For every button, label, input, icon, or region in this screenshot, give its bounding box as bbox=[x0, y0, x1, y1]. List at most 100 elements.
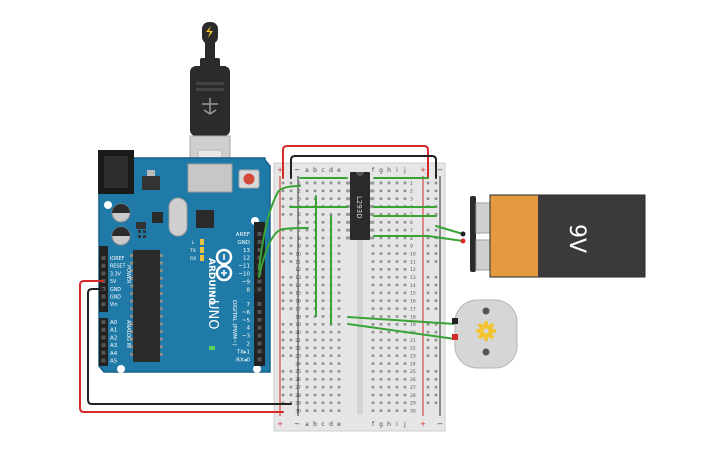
breadboard-hole[interactable] bbox=[337, 213, 341, 216]
breadboard-hole[interactable] bbox=[403, 260, 407, 263]
rail-hole[interactable] bbox=[281, 330, 285, 334]
breadboard-hole[interactable] bbox=[321, 252, 325, 255]
rail-hole[interactable] bbox=[434, 275, 438, 279]
breadboard-hole[interactable] bbox=[321, 228, 325, 232]
breadboard-hole[interactable] bbox=[395, 385, 399, 389]
breadboard-hole[interactable] bbox=[321, 385, 325, 389]
power-pin[interactable] bbox=[101, 256, 106, 260]
rail-hole[interactable] bbox=[281, 244, 285, 248]
breadboard-hole[interactable] bbox=[379, 377, 383, 381]
breadboard-hole[interactable] bbox=[313, 354, 317, 357]
rail-hole[interactable] bbox=[289, 260, 293, 263]
breadboard-hole[interactable] bbox=[395, 362, 399, 365]
breadboard-hole[interactable] bbox=[395, 213, 399, 216]
breadboard-hole[interactable] bbox=[395, 283, 399, 287]
breadboard-hole[interactable] bbox=[313, 189, 317, 193]
wire-green-motor-1[interactable] bbox=[347, 316, 456, 325]
breadboard-hole[interactable] bbox=[403, 385, 407, 389]
breadboard-hole[interactable] bbox=[321, 189, 325, 193]
digital-pin[interactable] bbox=[257, 279, 262, 284]
breadboard-hole[interactable] bbox=[305, 181, 309, 185]
breadboard-hole[interactable] bbox=[329, 362, 333, 365]
battery-9v[interactable]: 9V bbox=[460, 194, 646, 278]
rail-hole[interactable] bbox=[434, 346, 438, 350]
breadboard-hole[interactable] bbox=[371, 283, 375, 287]
breadboard-hole[interactable] bbox=[379, 260, 383, 263]
rail-hole[interactable] bbox=[426, 338, 430, 342]
breadboard-hole[interactable] bbox=[329, 385, 333, 389]
breadboard-hole[interactable] bbox=[321, 354, 325, 357]
breadboard-hole[interactable] bbox=[379, 330, 383, 334]
analog-pin[interactable] bbox=[101, 343, 106, 348]
dc-motor[interactable] bbox=[452, 299, 518, 369]
rail-hole[interactable] bbox=[426, 330, 430, 334]
breadboard-hole[interactable] bbox=[305, 299, 309, 303]
rail-hole[interactable] bbox=[434, 393, 438, 397]
rail-hole[interactable] bbox=[426, 181, 430, 185]
breadboard-hole[interactable] bbox=[321, 275, 325, 279]
breadboard-hole[interactable] bbox=[313, 385, 317, 389]
breadboard-hole[interactable] bbox=[387, 260, 391, 263]
breadboard-hole[interactable] bbox=[337, 315, 341, 318]
rail-hole[interactable] bbox=[289, 385, 293, 389]
breadboard-hole[interactable] bbox=[387, 283, 391, 287]
breadboard-hole[interactable] bbox=[387, 338, 391, 342]
breadboard-hole[interactable] bbox=[387, 197, 391, 200]
rail-hole[interactable] bbox=[289, 299, 293, 303]
breadboard-hole[interactable] bbox=[337, 244, 341, 248]
breadboard-hole[interactable] bbox=[403, 252, 407, 255]
breadboard-hole[interactable] bbox=[395, 409, 399, 412]
rail-hole[interactable] bbox=[281, 377, 285, 381]
breadboard-hole[interactable] bbox=[337, 377, 341, 381]
breadboard-hole[interactable] bbox=[321, 220, 325, 224]
breadboard-hole[interactable] bbox=[379, 362, 383, 365]
breadboard-hole[interactable] bbox=[395, 220, 399, 224]
digital-pin[interactable] bbox=[257, 317, 262, 322]
rail-hole[interactable] bbox=[289, 346, 293, 350]
rail-hole[interactable] bbox=[289, 393, 293, 397]
digital-pin[interactable] bbox=[257, 232, 262, 236]
breadboard-hole[interactable] bbox=[321, 268, 325, 271]
rail-hole[interactable] bbox=[434, 244, 438, 248]
breadboard-hole[interactable] bbox=[313, 370, 317, 373]
rail-hole[interactable] bbox=[426, 370, 430, 373]
wire-green-d9[interactable] bbox=[258, 227, 309, 278]
breadboard-hole[interactable] bbox=[379, 283, 383, 287]
rail-hole[interactable] bbox=[289, 181, 293, 185]
breadboard-hole[interactable] bbox=[371, 338, 375, 342]
breadboard-hole[interactable] bbox=[387, 275, 391, 279]
breadboard-hole[interactable] bbox=[337, 354, 341, 357]
rail-hole[interactable] bbox=[281, 385, 285, 389]
rail-hole[interactable] bbox=[426, 275, 430, 279]
breadboard-hole[interactable] bbox=[395, 268, 399, 271]
breadboard-hole[interactable] bbox=[379, 220, 383, 224]
breadboard-hole[interactable] bbox=[371, 346, 375, 350]
breadboard-hole[interactable] bbox=[321, 315, 325, 318]
breadboard-hole[interactable] bbox=[321, 213, 325, 216]
breadboard-hole[interactable] bbox=[387, 323, 391, 326]
breadboard-hole[interactable] bbox=[305, 377, 309, 381]
rail-hole[interactable] bbox=[289, 275, 293, 279]
breadboard-hole[interactable] bbox=[305, 220, 309, 224]
breadboard-hole[interactable] bbox=[329, 377, 333, 381]
rail-hole[interactable] bbox=[281, 291, 285, 295]
breadboard-hole[interactable] bbox=[395, 354, 399, 357]
breadboard-hole[interactable] bbox=[379, 252, 383, 255]
breadboard-hole[interactable] bbox=[337, 299, 341, 303]
breadboard-hole[interactable] bbox=[379, 189, 383, 193]
breadboard-hole[interactable] bbox=[403, 275, 407, 279]
rail-hole[interactable] bbox=[434, 260, 438, 263]
rail-hole[interactable] bbox=[281, 197, 285, 200]
breadboard-hole[interactable] bbox=[371, 385, 375, 389]
breadboard-hole[interactable] bbox=[305, 401, 309, 405]
rail-hole[interactable] bbox=[426, 323, 430, 326]
digital-pin[interactable] bbox=[257, 287, 262, 292]
rail-hole[interactable] bbox=[281, 370, 285, 373]
breadboard-hole[interactable] bbox=[313, 181, 317, 185]
breadboard-hole[interactable] bbox=[371, 291, 375, 295]
rail-hole[interactable] bbox=[281, 307, 285, 310]
breadboard-hole[interactable] bbox=[379, 307, 383, 310]
rail-hole[interactable] bbox=[426, 228, 430, 232]
breadboard-hole[interactable] bbox=[313, 377, 317, 381]
breadboard-hole[interactable] bbox=[403, 236, 407, 240]
